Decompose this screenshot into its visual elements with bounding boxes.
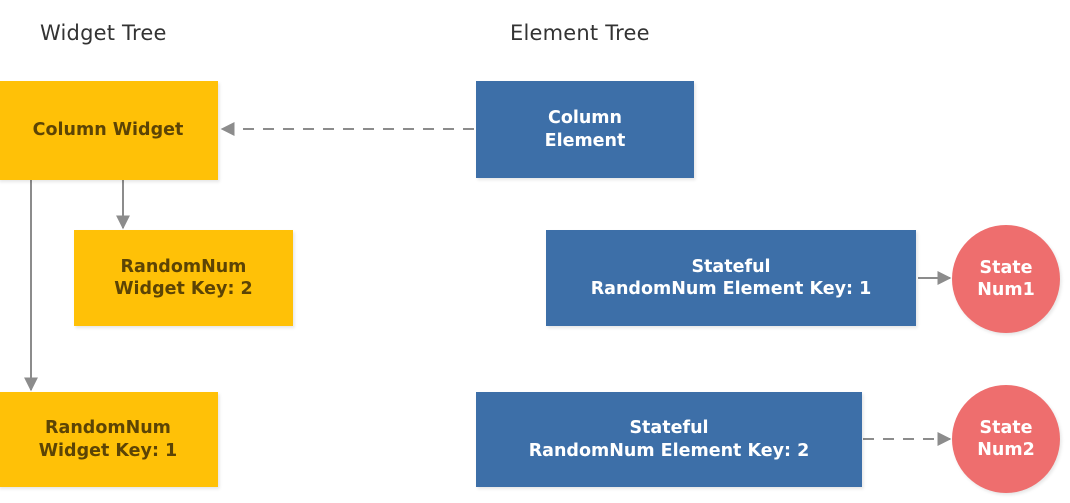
widget-tree-title: Widget Tree — [40, 21, 167, 45]
node-stateful-element-key-1-label: Stateful RandomNum Element Key: 1 — [590, 256, 872, 299]
node-randomnum-widget-key-1-label: RandomNum Widget Key: 1 — [38, 418, 178, 461]
node-stateful-element-key-2-label: Stateful RandomNum Element Key: 2 — [528, 418, 810, 461]
node-state-num1[interactable]: State Num1 — [952, 225, 1060, 333]
node-state-num2-label: State Num2 — [977, 417, 1035, 460]
node-randomnum-widget-key-2-label: RandomNum Widget Key: 2 — [114, 256, 253, 299]
node-randomnum-widget-key-1[interactable]: RandomNum Widget Key: 1 — [0, 392, 218, 487]
element-tree-title: Element Tree — [510, 21, 650, 45]
node-column-widget-label: Column Widget — [32, 120, 184, 141]
node-stateful-element-key-2[interactable]: Stateful RandomNum Element Key: 2 — [476, 392, 862, 487]
node-stateful-element-key-1[interactable]: Stateful RandomNum Element Key: 1 — [546, 230, 916, 326]
node-randomnum-widget-key-2[interactable]: RandomNum Widget Key: 2 — [74, 230, 293, 326]
node-column-element[interactable]: Column Element — [476, 81, 694, 178]
node-state-num1-label: State Num1 — [977, 257, 1035, 300]
node-state-num2[interactable]: State Num2 — [952, 385, 1060, 493]
node-column-widget[interactable]: Column Widget — [0, 81, 218, 180]
node-column-element-label: Column Element — [544, 108, 626, 151]
